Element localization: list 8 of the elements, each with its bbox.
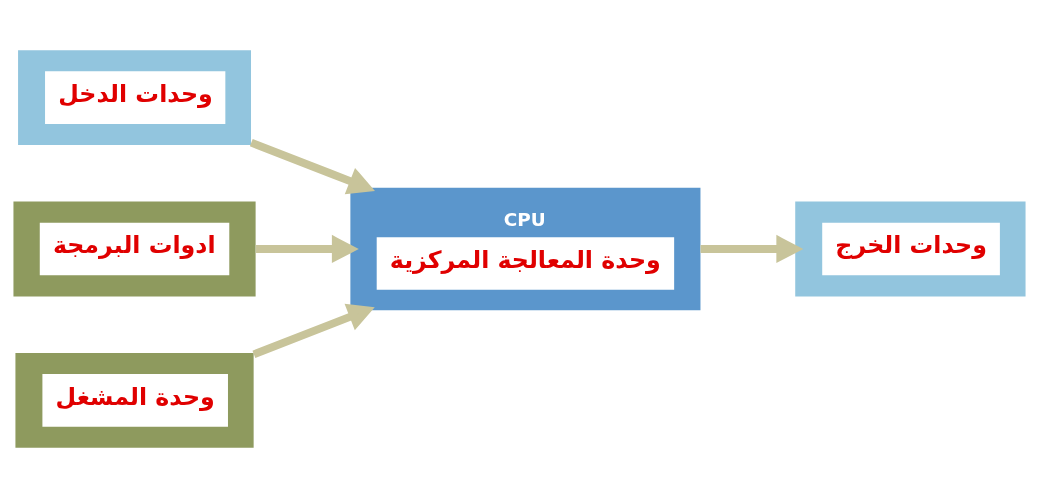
arrow <box>256 234 359 263</box>
node-box: ادوات البرمجة <box>13 201 256 296</box>
arrow <box>700 234 804 263</box>
node-box: وحدات الدخل <box>18 49 251 145</box>
node-box: وحدة المشغل <box>15 352 254 448</box>
node-box: وحدات الخرج <box>795 201 1026 296</box>
arrow <box>249 138 375 194</box>
arrow <box>252 303 375 358</box>
